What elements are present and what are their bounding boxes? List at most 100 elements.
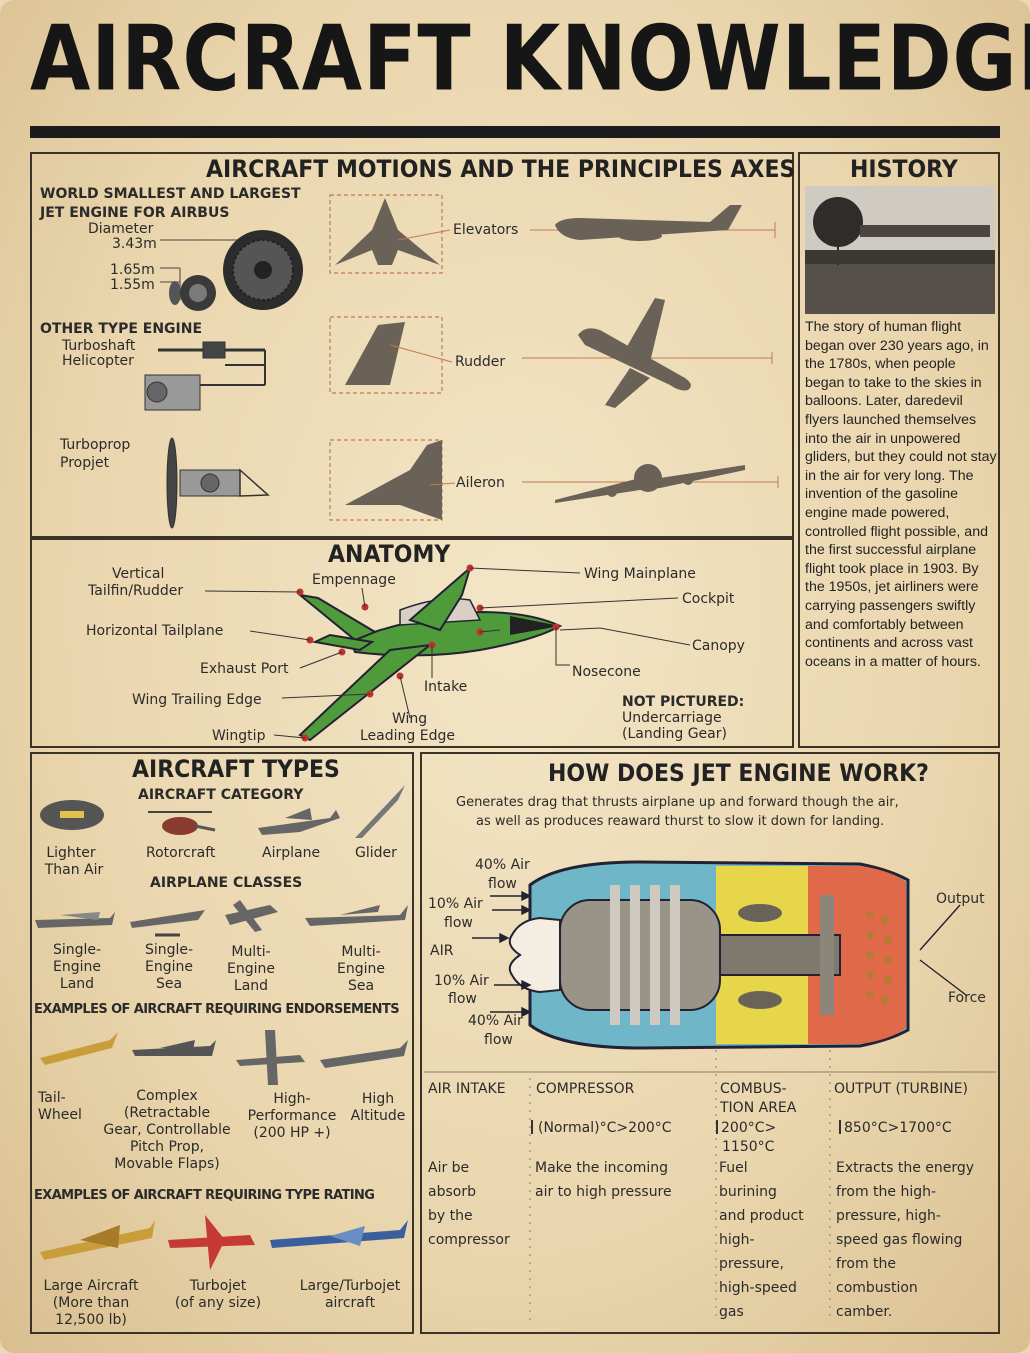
empennage-label: Empennage	[312, 572, 396, 588]
combustion-body: Fuel burining and product high- pressure…	[719, 1156, 804, 1324]
turboshaft-label: Turboshaft	[62, 338, 136, 354]
jet-heading: HOW DOES JET ENGINE WORK?	[548, 760, 929, 788]
class-4-line-1: Multi-	[341, 944, 381, 960]
tail-wheel-icon	[40, 1032, 118, 1065]
class-3-line-2: Engine	[227, 961, 275, 977]
intake-label: Intake	[424, 679, 468, 695]
turbine-line: speed gas flowing	[836, 1232, 963, 1248]
types-panel	[30, 752, 414, 1334]
jet-subtitle-2: as well as produces reaward thurst to sl…	[476, 814, 885, 829]
combustion-line: pressure,	[719, 1256, 784, 1272]
airliner-front-icon	[555, 464, 745, 503]
landing-gear-label: (Landing Gear)	[622, 726, 727, 742]
turboprop-label: Turboprop	[60, 437, 131, 453]
class-3-line-1: Multi-	[231, 944, 271, 960]
turbine-temp: 850°C>1700°C	[844, 1120, 952, 1136]
horizontal-tailplane-label: Horizontal Tailplane	[86, 623, 224, 639]
combustion-line: high-speed	[719, 1280, 797, 1296]
other-type-heading: OTHER TYPE ENGINE	[40, 321, 203, 337]
airliner-yaw-icon	[578, 298, 691, 408]
lighter-label-2: Than Air	[44, 862, 104, 878]
air-intake-line: by the	[428, 1208, 473, 1224]
history-text: The story of human flight began over 230…	[805, 319, 997, 670]
canopy-label: Canopy	[692, 638, 745, 654]
wing-mainplane-label: Wing Mainplane	[584, 566, 696, 582]
blimp-icon	[40, 800, 104, 830]
turbine-line: camber.	[836, 1304, 893, 1320]
class-2-line-3: Sea	[155, 976, 183, 992]
class-1-line-1: Single-	[52, 942, 102, 958]
high-altitude-icon	[320, 1040, 408, 1068]
compressor-line: Make the incoming	[535, 1160, 669, 1176]
category-heading: AIRCRAFT CATEGORY	[138, 787, 304, 803]
glider-label: Glider	[355, 845, 397, 861]
turbine-line: combustion	[836, 1280, 918, 1296]
air-intake-line: compressor	[428, 1232, 510, 1248]
combustion-heading-1: COMBUS-	[720, 1081, 787, 1097]
large-turbojet-icon	[270, 1220, 408, 1248]
green-jet-icon	[296, 565, 563, 742]
combustion-line: Fuel	[719, 1160, 748, 1176]
single-engine-sea-icon	[130, 910, 205, 937]
aileron-wing-icon	[345, 440, 442, 520]
page-title: AIRCRAFT KNOWLEDGE	[30, 8, 1030, 112]
title-rule	[30, 126, 1000, 138]
turboshaft-icon	[144, 341, 266, 411]
elevators-label: Elevators	[453, 222, 519, 238]
propjet-label: Propjet	[60, 455, 110, 471]
air-10-top-label: 10% Air	[428, 896, 483, 912]
rating-3-line-1: Large/Turbojet	[299, 1278, 401, 1294]
airliner-side-icon	[555, 205, 742, 241]
multi-engine-sea-icon	[305, 905, 408, 926]
lighter-label-1: Lighter	[46, 845, 96, 861]
engine-title-1: WORLD SMALLEST AND LARGEST	[40, 186, 301, 202]
classes-heading: AIRPLANE CLASSES	[150, 875, 303, 891]
air-10-top-flow: flow	[444, 915, 473, 931]
endorse-1-line-1: Tail-	[38, 1090, 66, 1106]
force-label: Force	[948, 990, 986, 1006]
air-40-top-label: 40% Air	[475, 857, 530, 873]
rating-1-line-2: (More than	[52, 1295, 130, 1311]
motions-heading: AIRCRAFT MOTIONS AND THE PRINCIPLES AXES	[206, 156, 796, 184]
air-intake-heading: AIR INTAKE	[428, 1081, 506, 1097]
helicopter-label: Helicopter	[62, 353, 134, 369]
endorse-3-line-2: Performance	[247, 1108, 337, 1124]
wing-label: Wing	[392, 711, 428, 727]
turbine-line: from the	[836, 1256, 897, 1272]
anatomy-panel	[30, 538, 794, 748]
rating-2-line-1: Turbojet	[189, 1278, 247, 1294]
class-4-line-3: Sea	[347, 978, 375, 994]
compressor-heading: COMPRESSOR	[536, 1081, 635, 1097]
class-1-line-3: Land	[59, 976, 95, 992]
air-40-bottom-flow: flow	[484, 1032, 513, 1048]
class-4-line-2: Engine	[337, 961, 385, 977]
diameter-label: Diameter	[88, 221, 154, 237]
motions-panel	[30, 152, 794, 538]
combustion-line: and product	[719, 1208, 804, 1224]
diameter-mid: 1.65m	[110, 262, 155, 278]
history-heading: HISTORY	[850, 156, 958, 184]
combustion-temp-1: 200°C>	[721, 1120, 777, 1136]
endorse-4-line-2: Altitude	[350, 1108, 406, 1124]
compressor-line: air to high pressure	[535, 1184, 672, 1200]
air-10-bottom-flow: flow	[448, 991, 477, 1007]
large-engine-icon	[223, 230, 303, 310]
air-label: AIR	[430, 943, 454, 959]
class-2-line-2: Engine	[145, 959, 193, 975]
air-intake-body: Air be absorb by the compressor	[428, 1156, 510, 1252]
single-engine-land-icon	[35, 912, 115, 928]
elevator-tail-icon	[335, 198, 440, 265]
airplane-label: Airplane	[262, 845, 321, 861]
output-label: Output	[936, 891, 985, 907]
anatomy-heading: ANATOMY	[328, 541, 451, 569]
turbine-heading: OUTPUT (TURBINE)	[834, 1081, 969, 1097]
aileron-label: Aileron	[456, 475, 505, 491]
rating-3-line-2: aircraft	[324, 1295, 376, 1311]
complex-icon	[132, 1040, 216, 1056]
not-pictured-label: NOT PICTURED:	[622, 694, 745, 710]
